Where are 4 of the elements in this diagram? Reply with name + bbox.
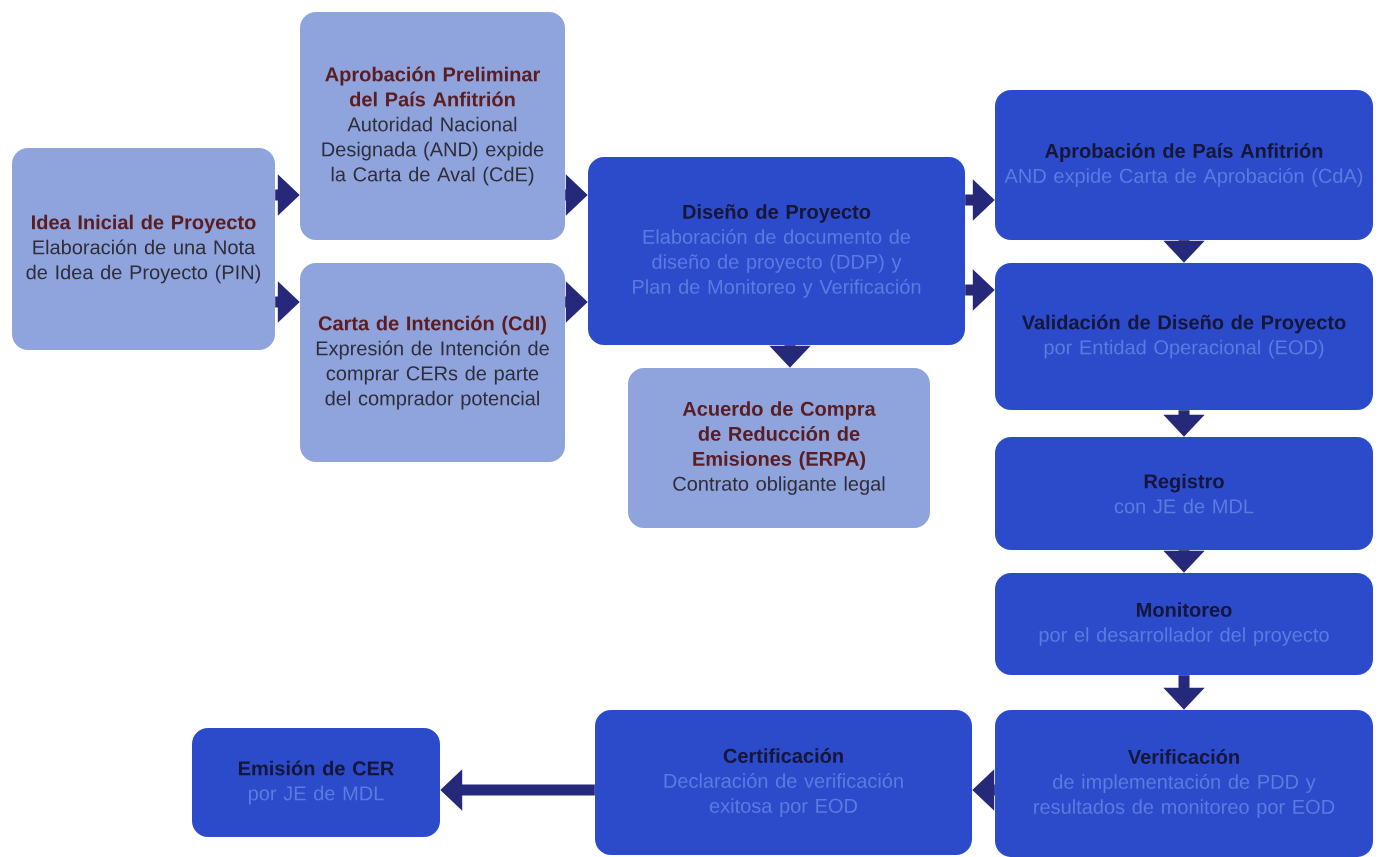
process-box: Aprobación Preliminar del País Anfitrión Autoridad Nacional Designada (AND) expide la Carta de Aval (CdE) xyxy=(300,12,565,240)
process-box: Carta de Intención (CdI) Expresión de Intención de comprar CERs de parte del comprador potencial xyxy=(300,263,565,462)
process-box: Acuerdo de Compra de Reducción de Emisiones (ERPA) Contrato obligante legal xyxy=(628,368,930,528)
process-box: Idea Inicial de Proyecto Elaboración de una Nota de Idea de Proyecto (PIN) xyxy=(12,148,275,350)
